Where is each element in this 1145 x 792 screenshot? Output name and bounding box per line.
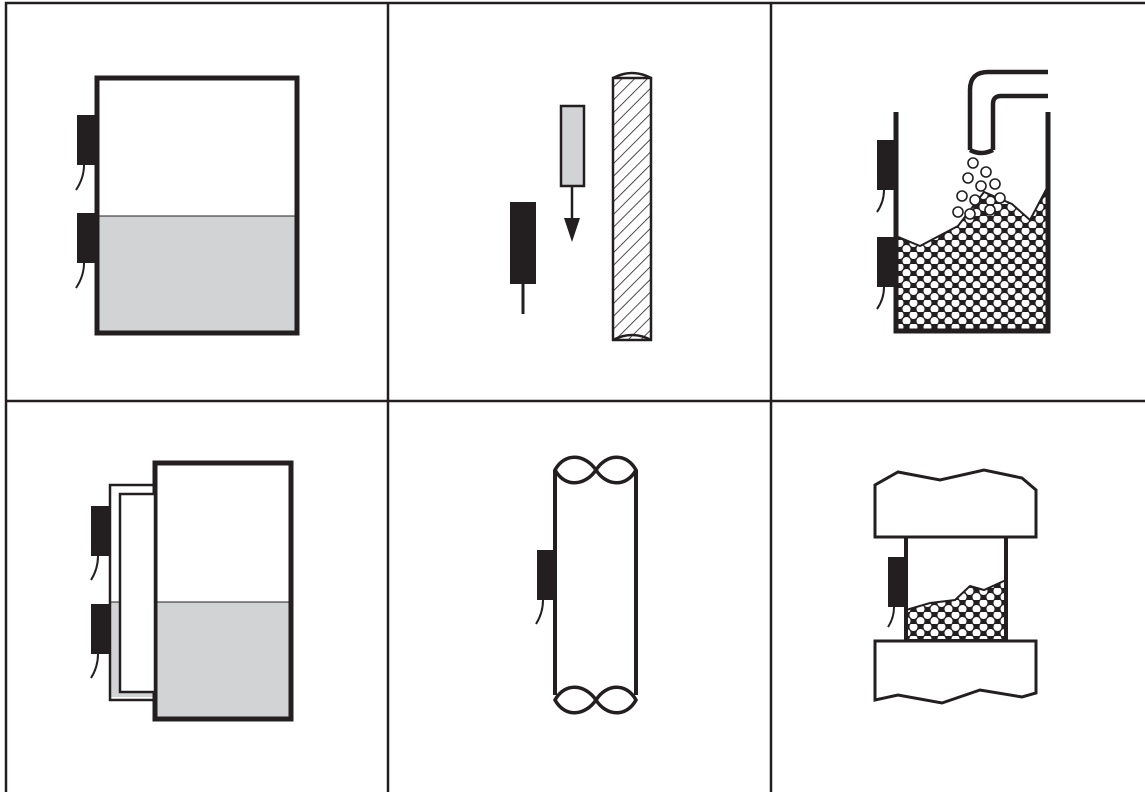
upper-block — [873, 468, 1038, 539]
wall-break-bottom — [612, 333, 652, 342]
panel-bypass-tank — [90, 460, 294, 722]
sensor-upper — [876, 140, 896, 213]
sensor-upper — [75, 115, 97, 191]
lower-block — [873, 639, 1038, 705]
liquid — [97, 216, 297, 333]
feed-pipe — [967, 69, 1048, 156]
grid-frame — [4, 1, 1145, 792]
panel-granular-between-blocks — [873, 468, 1038, 705]
sensor — [510, 202, 536, 284]
sensor — [887, 557, 906, 628]
pipe-break-top — [552, 455, 639, 485]
motion-arrow-head — [564, 218, 580, 242]
hopper-walls — [893, 112, 1051, 334]
bulk-material — [905, 578, 1007, 641]
sensor — [535, 550, 555, 625]
panel-object-approach — [510, 71, 653, 342]
wall-break-top — [612, 71, 652, 80]
pipe-break-bottom — [552, 685, 639, 715]
panel-granular-hopper — [876, 69, 1051, 334]
sensor-lower — [90, 604, 110, 679]
panel-liquid-tank — [75, 75, 300, 336]
bypass-outer — [108, 483, 155, 702]
panel-pipe — [535, 455, 639, 715]
pipe — [553, 470, 638, 695]
sensor-upper — [90, 506, 110, 581]
sensor-lower — [876, 237, 896, 310]
wall — [613, 78, 651, 340]
liquid — [155, 602, 291, 719]
tank — [94, 75, 300, 336]
bulk-material — [895, 185, 1049, 332]
bypass-tube — [118, 492, 157, 694]
sensor-lower — [75, 213, 97, 289]
falling-pellets — [952, 157, 1006, 220]
target-object — [559, 104, 586, 188]
